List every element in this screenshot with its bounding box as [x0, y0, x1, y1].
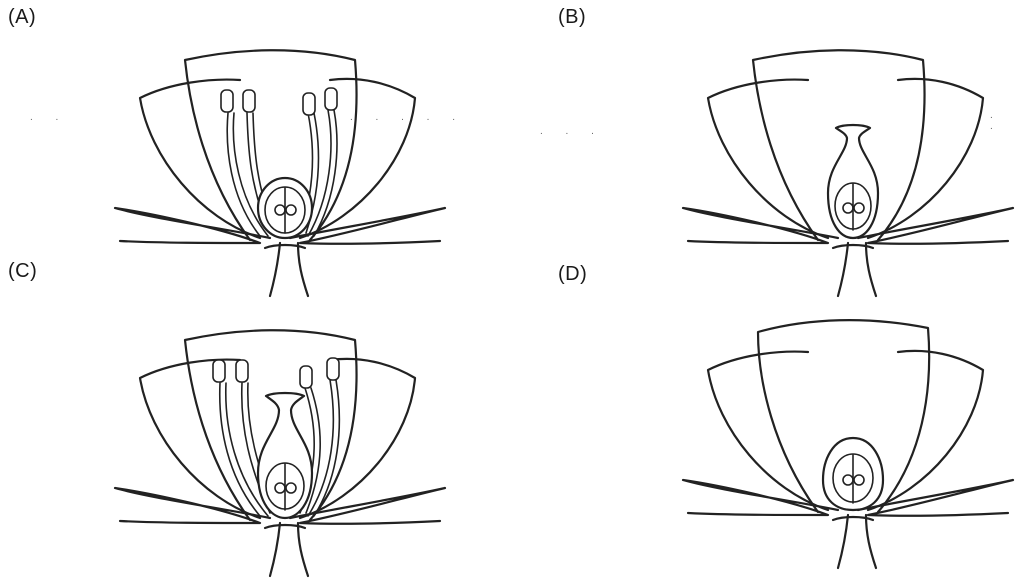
flower-b-pistil: [828, 125, 878, 238]
flower-c-stem: [265, 523, 308, 576]
panel-label-d: (D): [558, 263, 587, 286]
flower-diagram-c: [110, 318, 450, 578]
flower-d-stem: [833, 515, 876, 568]
scan-dots-left: . .: [30, 112, 68, 123]
flower-d-ovary: [823, 438, 883, 510]
panel-label-c: (C): [8, 260, 37, 283]
panel-label-b: (B): [558, 6, 586, 29]
flower-diagram-a: [110, 38, 450, 298]
flower-c-pistil: [258, 393, 312, 518]
flower-a-ovary: [258, 178, 312, 238]
flower-a-stem: [265, 243, 308, 296]
scan-dots-mid2: . . .: [540, 126, 604, 137]
flower-diagram-b: [678, 38, 1018, 298]
flower-b-stem: [833, 243, 876, 296]
panel-label-a: (A): [8, 6, 36, 29]
flower-diagram-d: [678, 310, 1018, 570]
